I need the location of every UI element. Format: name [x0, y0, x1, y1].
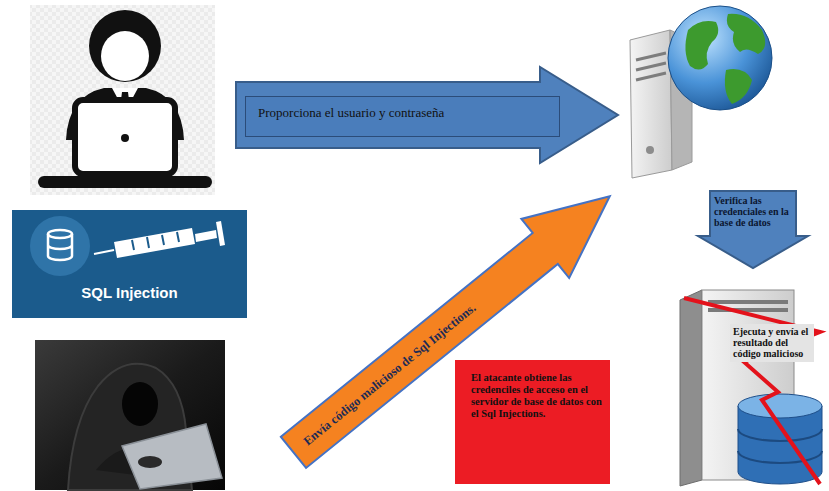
- web-server-icon: [630, 6, 772, 178]
- hacker-photo: [35, 340, 225, 490]
- server-label: Ejecuta y envía el resultado del código …: [730, 324, 814, 362]
- lightning-bolt: [684, 298, 820, 484]
- user-head: [89, 10, 161, 82]
- arrow-label: Verifica las credenciales en la base de …: [714, 195, 792, 229]
- down-arrow: Verifica las credenciales en la base de …: [697, 190, 809, 270]
- syringe-marks: [132, 232, 179, 250]
- process-arrow: Proporciona el usuario y contraseña: [235, 66, 620, 164]
- server-slot: [636, 53, 666, 60]
- hacker-face: [122, 382, 158, 426]
- user-icon: [30, 5, 215, 195]
- note-text: El atacante obtiene las credenciles de a…: [455, 360, 610, 428]
- server-button: [646, 146, 654, 154]
- node-outline: [12, 210, 247, 318]
- server-slot: [636, 73, 666, 80]
- arrow-label: Proporciona el usuario y contraseña: [245, 96, 560, 137]
- photo-background: [35, 340, 225, 490]
- syringe-needle: [94, 250, 114, 254]
- database-top: [738, 394, 822, 418]
- server-side: [680, 290, 702, 486]
- note-box: El atacante obtiene las credenciles de a…: [455, 360, 610, 484]
- server-slot: [708, 300, 788, 304]
- laptop-logo: [121, 134, 129, 142]
- laptop-base: [38, 176, 212, 188]
- icon-background: [30, 5, 215, 195]
- globe: [668, 6, 772, 110]
- server-front: [630, 30, 672, 178]
- hacker-hand: [138, 456, 162, 468]
- arrow-shape: [236, 67, 618, 163]
- database-band: [738, 429, 822, 463]
- hacker-laptop: [122, 424, 222, 489]
- syringe-handle: [216, 221, 225, 246]
- globe-continent: [727, 14, 765, 54]
- icon-circle: [30, 216, 90, 276]
- banner-title: SQL Injection: [12, 284, 247, 301]
- globe-continent: [725, 69, 752, 104]
- globe-continent: [685, 21, 718, 70]
- database-server: Ejecuta y envía el resultado del código …: [678, 288, 824, 488]
- syringe-plunger: [195, 230, 217, 242]
- arrow-shape: [698, 191, 808, 268]
- database-icon: [48, 234, 72, 260]
- syringe-barrel: [114, 228, 195, 258]
- database-icon: [48, 230, 72, 238]
- server-slot: [636, 63, 666, 70]
- node-outline: [678, 288, 824, 488]
- user-face: [101, 31, 149, 81]
- laptop-lid: [75, 100, 175, 174]
- sql-injection-banner: SQL Injection: [12, 210, 247, 318]
